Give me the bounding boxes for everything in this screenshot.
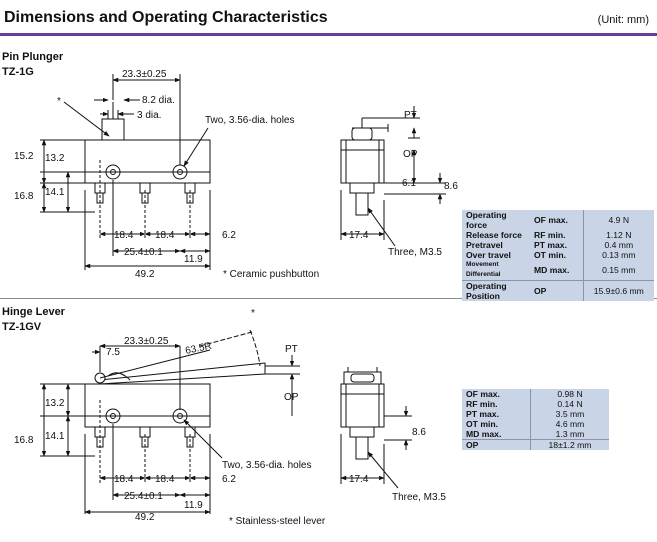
s2-spec-table: OF max. 0.98 N RF min. 0.14 N PT max. 3.…	[462, 389, 609, 450]
s1-note: * Ceramic pushbutton	[223, 269, 319, 280]
unit-label: (Unit: mm)	[597, 14, 649, 26]
s1-spec-table: Operating force OF max. 4.9 N Release fo…	[462, 210, 654, 301]
s2-note: * Stainless-steel lever	[229, 516, 326, 527]
s2-dim-6-2: 6.2	[222, 474, 236, 485]
table-row: Operating Position OP 15.9±0.6 mm	[462, 280, 654, 301]
s1-dim-49-2: 49.2	[135, 269, 155, 280]
table-row: OT min. 4.6 mm	[462, 419, 609, 429]
s2-dim-13-2: 13.2	[45, 398, 65, 409]
s2-op-label: OP	[284, 392, 299, 403]
table-row: PT max. 3.5 mm	[462, 409, 609, 419]
table-row: OP 18±1.2 mm	[462, 439, 609, 450]
spec-code: OF max.	[534, 215, 568, 225]
s2-dim-49-2: 49.2	[135, 512, 155, 523]
spec-code: MD max.	[466, 429, 502, 439]
spec-value: 1.3 mm	[530, 429, 609, 440]
s2-dim-25-4: 25.4±0.1	[124, 491, 163, 502]
s2-dim-14-1: 14.1	[45, 431, 65, 442]
s1-holes-label: Two, 3.56-dia. holes	[205, 115, 295, 126]
spec-value: 4.9 N	[582, 210, 654, 230]
s2-dim-63-5r: 63.5R	[184, 341, 212, 357]
spec-value: 1.12 N	[582, 230, 654, 240]
spec-code: RF min.	[534, 230, 566, 240]
s1-dim-6-1: 6.1	[402, 178, 416, 189]
s1-asterisk: *	[57, 96, 61, 107]
spec-label: Over travel	[466, 250, 511, 260]
spec-code: PT max.	[534, 240, 567, 250]
table-row: Release force RF min. 1.12 N	[462, 230, 654, 240]
spec-code: OT min.	[466, 419, 498, 429]
spec-code: MD max.	[534, 265, 570, 275]
spec-value: 15.9±0.6 mm	[582, 280, 654, 301]
s2-dim-11-9: 11.9	[184, 500, 203, 511]
table-row: Over travel OT min. 0.13 mm	[462, 250, 654, 260]
s1-dim-25-4: 25.4±0.1	[124, 247, 163, 258]
table-row: Operating force OF max. 4.9 N	[462, 210, 654, 230]
s2-dim-23-3: 23.3±0.25	[124, 336, 169, 347]
s1-side-view	[340, 106, 446, 247]
section2-name: Hinge Lever	[2, 306, 65, 318]
s2-dim-7-5: 7.5	[106, 347, 120, 358]
s2-dim-17-4: 17.4	[349, 474, 369, 485]
spec-value: 4.6 mm	[530, 419, 609, 429]
s1-front-view	[40, 74, 211, 270]
s1-dim-16-8: 16.8	[14, 191, 34, 202]
s1-dim-13-2: 13.2	[45, 153, 65, 164]
page-title: Dimensions and Operating Characteristics	[4, 9, 328, 26]
spec-code: OF max.	[466, 389, 500, 399]
s2-side-view	[340, 367, 412, 489]
spec-label: Movement Differential	[466, 261, 501, 278]
s2-holes-label: Two, 3.56-dia. holes	[222, 460, 312, 471]
spec-value: 0.98 N	[530, 389, 609, 399]
spec-label: Operating Position	[462, 280, 530, 301]
section-divider	[0, 298, 657, 299]
spec-value: 0.14 N	[530, 399, 609, 409]
s1-dim-14-1: 14.1	[45, 187, 65, 198]
s2-asterisk: *	[251, 308, 255, 319]
section1-name: Pin Plunger	[2, 51, 64, 63]
s1-dim-3: 3 dia.	[137, 110, 161, 121]
s2-dim-8-6: 8.6	[412, 427, 426, 438]
s2-front-view	[40, 329, 300, 515]
spec-label: Release force	[466, 230, 522, 240]
s1-dim-8-6: 8.6	[444, 181, 458, 192]
section2-model: TZ-1GV	[2, 321, 42, 333]
spec-code: OP	[462, 439, 531, 450]
s1-dim-8-2: 8.2 dia.	[142, 95, 175, 106]
s1-pt-label: PT	[404, 110, 417, 121]
s1-dim-17-4: 17.4	[349, 230, 369, 241]
s1-dim-18-4b: 18.4	[155, 230, 175, 241]
table-row: MD max. 1.3 mm	[462, 429, 609, 440]
table-row: OF max. 0.98 N	[462, 389, 609, 399]
spec-value: 18±1.2 mm	[530, 439, 609, 450]
table-row: Movement Differential MD max. 0.15 mm	[462, 260, 654, 281]
spec-code: RF min.	[466, 399, 498, 409]
s2-dim-16-8: 16.8	[14, 435, 34, 446]
header-rule	[0, 33, 657, 36]
table-row: Pretravel PT max. 0.4 mm	[462, 240, 654, 250]
s1-dim-15-2: 15.2	[14, 151, 34, 162]
spec-code: OT min.	[534, 250, 566, 260]
s1-dim-11-9: 11.9	[184, 254, 203, 265]
s1-dim-18-4a: 18.4	[114, 230, 134, 241]
s2-pt-label: PT	[285, 344, 298, 355]
s2-dim-18-4b: 18.4	[155, 474, 175, 485]
spec-value: 3.5 mm	[530, 409, 609, 419]
table-row: RF min. 0.14 N	[462, 399, 609, 409]
s1-op-label: OP	[403, 149, 418, 160]
spec-label: Pretravel	[466, 240, 503, 250]
spec-label: Operating force	[466, 210, 507, 230]
s1-three-m3-5: Three, M3.5	[388, 247, 442, 258]
spec-value: 0.4 mm	[582, 240, 654, 250]
section1-model: TZ-1G	[2, 66, 34, 78]
spec-code: OP	[530, 280, 584, 301]
s1-dim-6-2: 6.2	[222, 230, 236, 241]
spec-value: 0.15 mm	[582, 260, 654, 281]
spec-value: 0.13 mm	[582, 250, 654, 260]
s2-dim-18-4a: 18.4	[114, 474, 134, 485]
spec-code: PT max.	[466, 409, 499, 419]
s2-three-m3-5: Three, M3.5	[392, 492, 446, 503]
s1-dim-23-3: 23.3±0.25	[122, 69, 167, 80]
